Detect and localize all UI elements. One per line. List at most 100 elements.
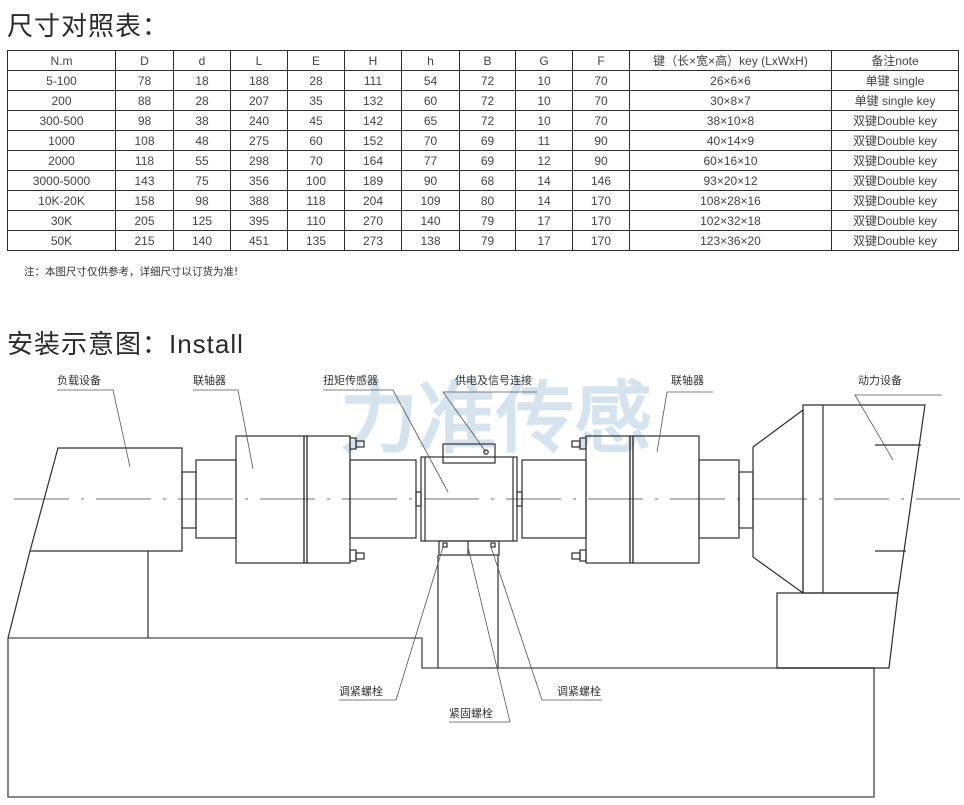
table-cell: 75 (173, 170, 231, 191)
label-power-device: 动力设备 (858, 373, 902, 387)
table-cell: 100 (287, 170, 345, 191)
table-cell: 单键 single key (831, 90, 959, 111)
table-cell: 142 (344, 110, 402, 131)
table-cell: 109 (401, 190, 460, 211)
header-B: B (459, 50, 516, 71)
table-cell: 17 (515, 210, 573, 231)
table-cell: 双键Double key (831, 230, 959, 251)
table-cell: 72 (459, 110, 516, 131)
label-coupling-left: 联轴器 (193, 373, 226, 387)
header-key: 键（长×宽×高）key (LxWxH) (629, 50, 832, 71)
table-cell: 356 (230, 170, 288, 191)
header-nm: N.m (7, 50, 116, 71)
table-footnote: 注：本图尺寸仅供参考，详细尺寸以订货为准! (24, 266, 239, 278)
base-platform (7, 637, 875, 798)
table-cell: 单键 single (831, 70, 959, 91)
header-F: F (572, 50, 630, 71)
label-torque-sensor: 扭矩传感器 (323, 373, 378, 387)
table-cell: 30×8×7 (629, 90, 832, 111)
header-h: h (401, 50, 460, 71)
table-cell: 158 (115, 190, 174, 211)
table-cell: 140 (401, 210, 460, 231)
table-cell: 300-500 (7, 110, 116, 131)
table-cell: 77 (401, 150, 460, 171)
table-cell: 双键Double key (831, 210, 959, 231)
table-cell: 88 (115, 90, 174, 111)
table-cell: 270 (344, 210, 402, 231)
table-cell: 69 (459, 150, 516, 171)
table-cell: 35 (287, 90, 345, 111)
table-cell: 205 (115, 210, 174, 231)
label-power-signal: 供电及信号连接 (455, 373, 532, 387)
torque-sensor-shape (415, 443, 523, 668)
table-cell: 70 (287, 150, 345, 171)
table-cell: 98 (115, 110, 174, 131)
table-cell: 11 (515, 130, 573, 151)
label-coupling-right: 联轴器 (671, 373, 704, 387)
table-cell: 79 (459, 230, 516, 251)
header-E: E (287, 50, 345, 71)
table-cell: 10K-20K (7, 190, 116, 211)
table-cell: 68 (459, 170, 516, 191)
leader-lines (57, 389, 942, 723)
table-cell: 30K (7, 210, 116, 231)
table-cell: 65 (401, 110, 460, 131)
table-cell: 10 (515, 70, 573, 91)
table-cell: 140 (173, 230, 231, 251)
header-note: 备注note (831, 50, 959, 71)
table-cell: 78 (115, 70, 174, 91)
table-cell: 双键Double key (831, 170, 959, 191)
table-cell: 1000 (7, 130, 116, 151)
table-cell: 138 (401, 230, 460, 251)
header-L: L (230, 50, 288, 71)
header-H: H (344, 50, 402, 71)
table-cell: 164 (344, 150, 402, 171)
table-cell: 26×6×6 (629, 70, 832, 91)
table-cell: 48 (173, 130, 231, 151)
table-cell: 189 (344, 170, 402, 191)
table-cell: 90 (572, 150, 630, 171)
table-cell: 451 (230, 230, 288, 251)
table-cell: 18 (173, 70, 231, 91)
table-cell: 28 (173, 90, 231, 111)
table-cell: 170 (572, 210, 630, 231)
table-cell: 152 (344, 130, 402, 151)
table-cell: 79 (459, 210, 516, 231)
table-header-row: N.m D d L E H h B G F 键（长×宽×高）key (LxWxH… (7, 50, 959, 71)
table-cell: 298 (230, 150, 288, 171)
coupling-right-shape (521, 435, 754, 564)
install-title: 安装示意图：Install (7, 329, 244, 359)
table-cell: 80 (459, 190, 516, 211)
table-cell: 40×14×9 (629, 130, 832, 151)
signal-connector (442, 443, 496, 464)
table-cell: 123×36×20 (629, 230, 832, 251)
label-adjust-bolt-left: 调紧螺栓 (339, 684, 383, 698)
table-cell: 54 (401, 70, 460, 91)
table-cell: 143 (115, 170, 174, 191)
label-fastening-bolt: 紧固螺栓 (449, 706, 493, 720)
header-D: D (115, 50, 174, 71)
header-d: d (173, 50, 231, 71)
watermark: 力准传感 (340, 374, 652, 464)
table-cell: 60 (401, 90, 460, 111)
table-cell: 3000-5000 (7, 170, 116, 191)
table-cell: 55 (173, 150, 231, 171)
table-cell: 102×32×18 (629, 210, 832, 231)
table-cell: 72 (459, 70, 516, 91)
table-cell: 118 (287, 190, 345, 211)
table-cell: 69 (459, 130, 516, 151)
table-cell: 132 (344, 90, 402, 111)
table-cell: 90 (572, 130, 630, 151)
table-cell: 204 (344, 190, 402, 211)
table-cell: 188 (230, 70, 288, 91)
power-device-shape (752, 404, 926, 669)
table-cell: 10 (515, 110, 573, 131)
table-cell: 207 (230, 90, 288, 111)
